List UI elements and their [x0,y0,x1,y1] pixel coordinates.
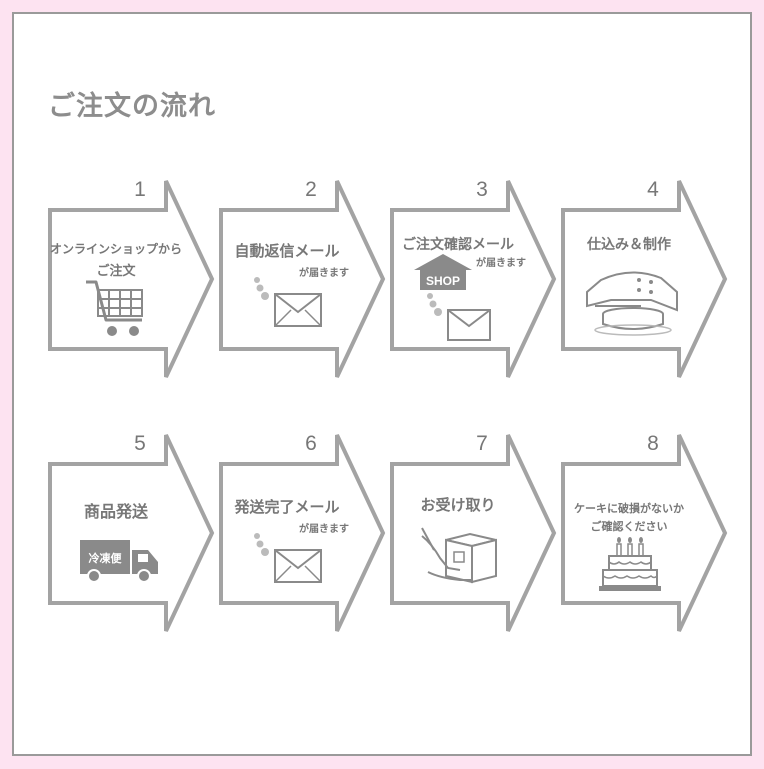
step-label: お受け取り [420,496,496,514]
page-title: ご注文の流れ [48,91,216,122]
step-arrow [561,434,728,632]
step-2: 2 自動返信メール が届きます [217,178,387,384]
envelope-icon [254,533,322,583]
shop-label: SHOP [426,274,460,288]
step-label: オンラインショップから [49,242,182,256]
step-number: 2 [305,178,317,201]
step-number: 3 [476,178,488,201]
birthday-cake-icon [599,537,661,591]
step-number: 7 [476,432,488,455]
shop-house-icon: SHOP [414,254,472,290]
flow-panel [12,12,752,756]
step-sublabel: が届きます [299,524,349,535]
step-5: 5 商品発送 冷凍便 [46,432,216,638]
envelope-icon [427,293,491,341]
step-label-line2: ご注文 [96,264,136,279]
step-sublabel: が届きます [299,268,349,279]
step-arrow [48,180,215,378]
step-7: 7 お受け取り [388,432,558,638]
envelope-icon [254,277,322,327]
step-label: 商品発送 [83,502,148,521]
step-arrow [390,180,557,378]
step-arrow [219,180,386,378]
step-number: 5 [134,432,146,455]
step-arrow [48,434,215,632]
step-number: 1 [134,178,146,201]
step-arrow [219,434,386,632]
step-arrow [390,434,557,632]
step-1: 1 オンラインショップから ご注文 [46,178,216,384]
truck-label: 冷凍便 [89,551,123,565]
step-8: 8 ケーキに破損がないか ご確認ください [559,432,729,638]
step-label: ケーキに破損がないか [574,502,684,515]
step-label: ご注文確認メール [402,237,514,253]
delivery-truck-icon: 冷凍便 [80,540,158,583]
step-number: 8 [647,432,659,455]
step-3: 3 ご注文確認メール が届きます SHOP [388,178,558,384]
cake-making-icon [586,271,678,336]
step-number: 6 [305,432,317,455]
step-sublabel: が届きます [476,258,526,269]
step-label: 仕込み＆制作 [587,237,671,253]
step-label: 発送完了メール [234,498,340,516]
step-number: 4 [647,178,659,201]
step-6: 6 発送完了メール が届きます [217,432,387,638]
step-label-line2: ご確認ください [590,520,668,533]
shopping-cart-icon [86,280,143,336]
package-receive-icon [421,527,497,584]
step-4: 4 仕込み＆制作 [559,178,729,384]
step-label: 自動返信メール [234,242,340,260]
